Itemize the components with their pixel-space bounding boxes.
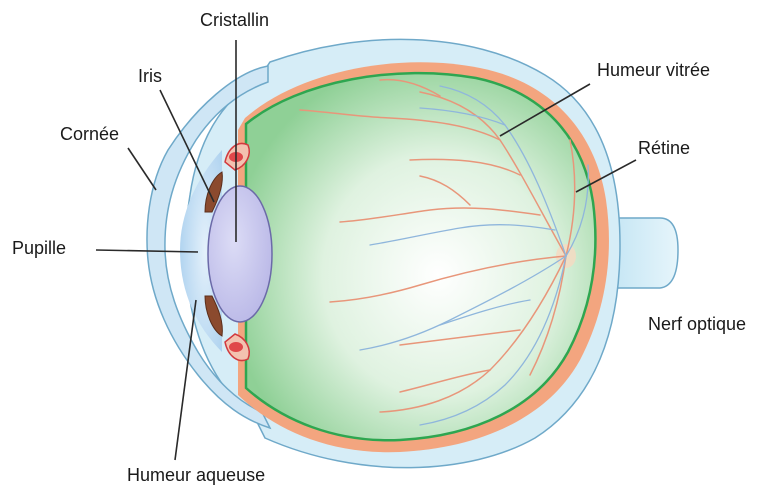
label-cornee: Cornée (60, 124, 119, 144)
lens (208, 186, 272, 322)
vitreous-body (246, 73, 595, 440)
label-humeur-aqueuse: Humeur aqueuse (127, 465, 265, 485)
label-retine: Rétine (638, 138, 690, 158)
label-nerf-optique: Nerf optique (648, 314, 746, 334)
label-humeur-vitree: Humeur vitrée (597, 60, 710, 80)
label-iris: Iris (138, 66, 162, 86)
label-cristallin: Cristallin (200, 10, 269, 30)
label-pupille: Pupille (12, 238, 66, 258)
